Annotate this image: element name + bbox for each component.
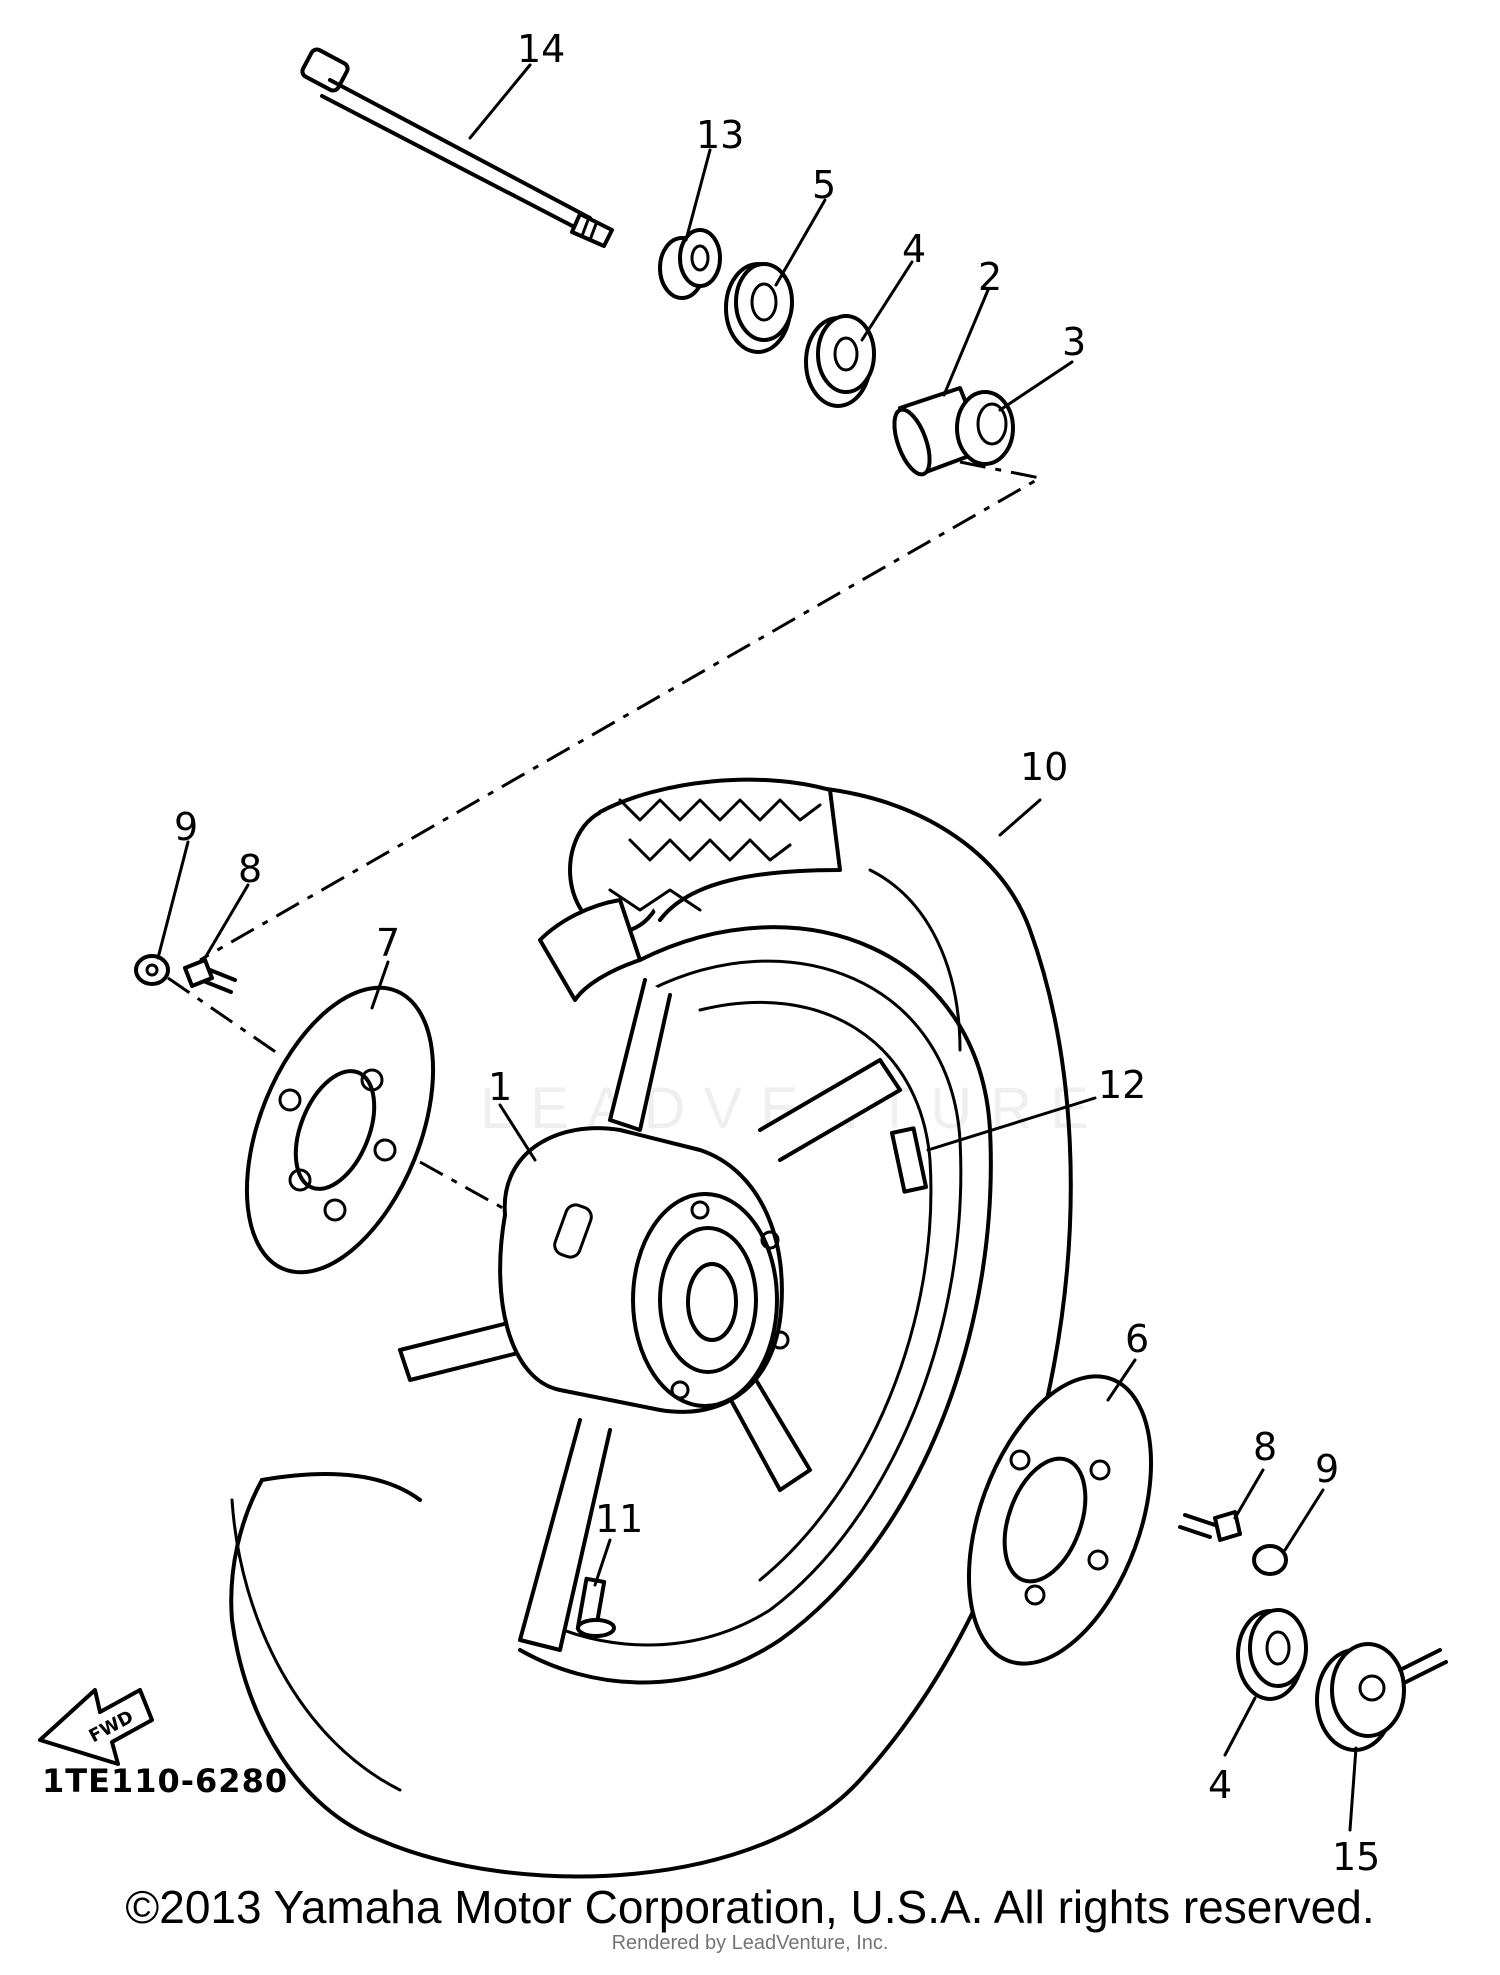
callout-14: 14 [517,27,565,71]
assembly-line-3 [419,1160,511,1214]
callout-5: 5 [812,163,836,207]
fwd-arrow-icon: FWD [38,1688,154,1766]
part-collar-lower [1315,1642,1448,1752]
callout-15: 15 [1332,1835,1380,1879]
part-brake-disc-left [244,985,436,1275]
callout-2: 2 [978,255,1002,299]
callout-6: 6 [1125,1317,1149,1361]
callout-8: 8 [238,847,262,891]
part-wheel-rim [398,925,993,1685]
part-bearing-left [724,262,794,354]
copyright-notice: ©2013 Yamaha Motor Corporation, U.S.A. A… [125,1881,1375,1933]
part-bolt-right [1178,1510,1242,1542]
callout-8-right: 8 [1253,1425,1277,1469]
callout-12: 12 [1098,1063,1146,1107]
part-collar [658,228,722,300]
callout-labels: 14 13 5 4 2 3 10 9 8 7 1 12 6 8 9 11 4 1… [174,27,1380,1879]
callout-10: 10 [1020,745,1068,789]
callout-4-lower: 4 [1208,1763,1232,1807]
part-spacer-flange [955,390,1015,466]
part-nut-left [134,954,170,986]
part-bolt-left [183,958,237,994]
callout-11: 11 [595,1497,643,1541]
diagram-code: 1TE110-6280 [42,1762,289,1800]
part-nut-right [1252,1544,1288,1576]
part-tire [229,777,1073,1879]
part-hub [498,1126,790,1414]
callout-9: 9 [174,805,198,849]
callout-7: 7 [376,921,400,965]
part-valve [575,1576,616,1638]
callout-3: 3 [1062,320,1086,364]
callout-4: 4 [902,227,926,271]
part-bearing-lower [1236,1608,1308,1701]
callout-13: 13 [696,113,744,157]
callout-9-right: 9 [1315,1447,1339,1491]
render-credit: Rendered by LeadVenture, Inc. [611,1932,889,1954]
assembly-line-2 [167,976,281,1057]
part-bearing-right [804,314,876,408]
part-brake-disc-right [966,1374,1154,1666]
leader-lines [156,63,1358,1832]
part-axle [300,47,614,248]
callout-1: 1 [488,1065,512,1109]
